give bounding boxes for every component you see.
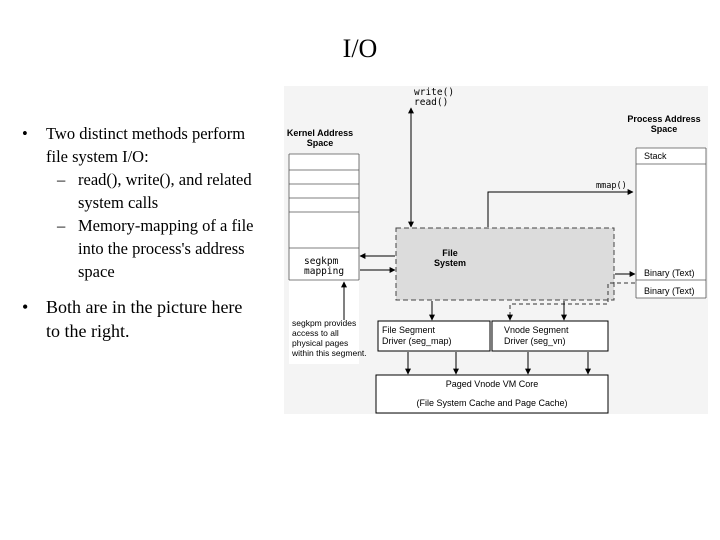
diagram-svg: write() read() Kernel Address Space Proc… xyxy=(284,86,708,414)
sub-bullet-text-line: space xyxy=(78,262,115,281)
write-call-label: write() xyxy=(414,87,454,98)
slide-title: I/O xyxy=(342,34,378,63)
kernel-address-space-column xyxy=(288,153,360,364)
file-system-label: File xyxy=(442,248,458,258)
segkpm-note-line: within this segment. xyxy=(291,348,367,358)
binary-text-label: Binary (Text) xyxy=(644,286,695,296)
bullet-list: • Two distinct methods perform file syst… xyxy=(22,122,272,343)
file-system-label: System xyxy=(434,258,466,268)
sub-bullet-item: – read(), write(), and related system ca… xyxy=(22,168,272,214)
seg-vn-driver-label: Driver (seg_vn) xyxy=(504,336,566,346)
mmap-call-label: mmap() xyxy=(596,181,627,191)
segkpm-mapping-label: mapping xyxy=(304,266,344,277)
binary-text-label: Binary (Text) xyxy=(644,268,695,278)
seg-vn-driver-label: Vnode Segment xyxy=(504,325,569,335)
seg-map-driver-label: File Segment xyxy=(382,325,436,335)
bullet-text-line: file system I/O: xyxy=(46,147,149,166)
bullet-dot: • xyxy=(22,124,28,143)
seg-map-driver-label: Driver (seg_map) xyxy=(382,336,452,346)
sub-bullet-item: – Memory-mapping of a file into the proc… xyxy=(22,214,272,283)
segkpm-note-line: access to all xyxy=(292,328,339,338)
bullet-item: • Two distinct methods perform file syst… xyxy=(22,122,272,168)
segkpm-mapping-label: segkpm xyxy=(304,256,339,267)
file-system-box xyxy=(395,227,615,301)
vm-core-title: Paged Vnode VM Core xyxy=(446,379,539,389)
sub-bullet-text-line: Memory-mapping of a file xyxy=(78,216,254,235)
process-address-space-column xyxy=(635,147,707,299)
read-call-label: read() xyxy=(414,97,448,108)
process-address-space-label: Process Address xyxy=(627,114,700,124)
mmap-arrow xyxy=(487,189,634,227)
bullet-text-line: to the right. xyxy=(46,321,130,341)
bullet-item: • Both are in the picture here to the ri… xyxy=(22,295,272,343)
sub-bullet-text-line: system calls xyxy=(78,193,159,212)
bullet-dot: • xyxy=(22,297,29,317)
segkpm-note-line: segkpm provides xyxy=(292,318,356,328)
seg-vn-driver-box xyxy=(491,320,609,352)
io-architecture-diagram: write() read() Kernel Address Space Proc… xyxy=(278,84,710,416)
stack-label: Stack xyxy=(644,151,667,161)
vm-core-subtitle: (File System Cache and Page Cache) xyxy=(416,398,567,408)
kernel-address-space-label: Space xyxy=(307,138,334,148)
sub-bullet-text-line: read(), write(), and related xyxy=(78,170,252,189)
process-address-space-label: Space xyxy=(651,124,678,134)
vm-core-box xyxy=(375,374,609,414)
binary-to-segvn-dashed-arrow xyxy=(507,282,635,321)
seg-map-driver-box xyxy=(377,320,491,352)
bullet-text-line: Both are in the picture here xyxy=(46,297,243,317)
kernel-address-space-label: Kernel Address xyxy=(287,128,353,138)
sub-bullet-dash: – xyxy=(57,216,66,235)
bullet-text-line: Two distinct methods perform xyxy=(46,124,246,143)
sub-bullet-dash: – xyxy=(57,170,66,189)
segkpm-note-line: physical pages xyxy=(292,338,348,348)
sub-bullet-text-line: into the process's address xyxy=(78,239,245,258)
